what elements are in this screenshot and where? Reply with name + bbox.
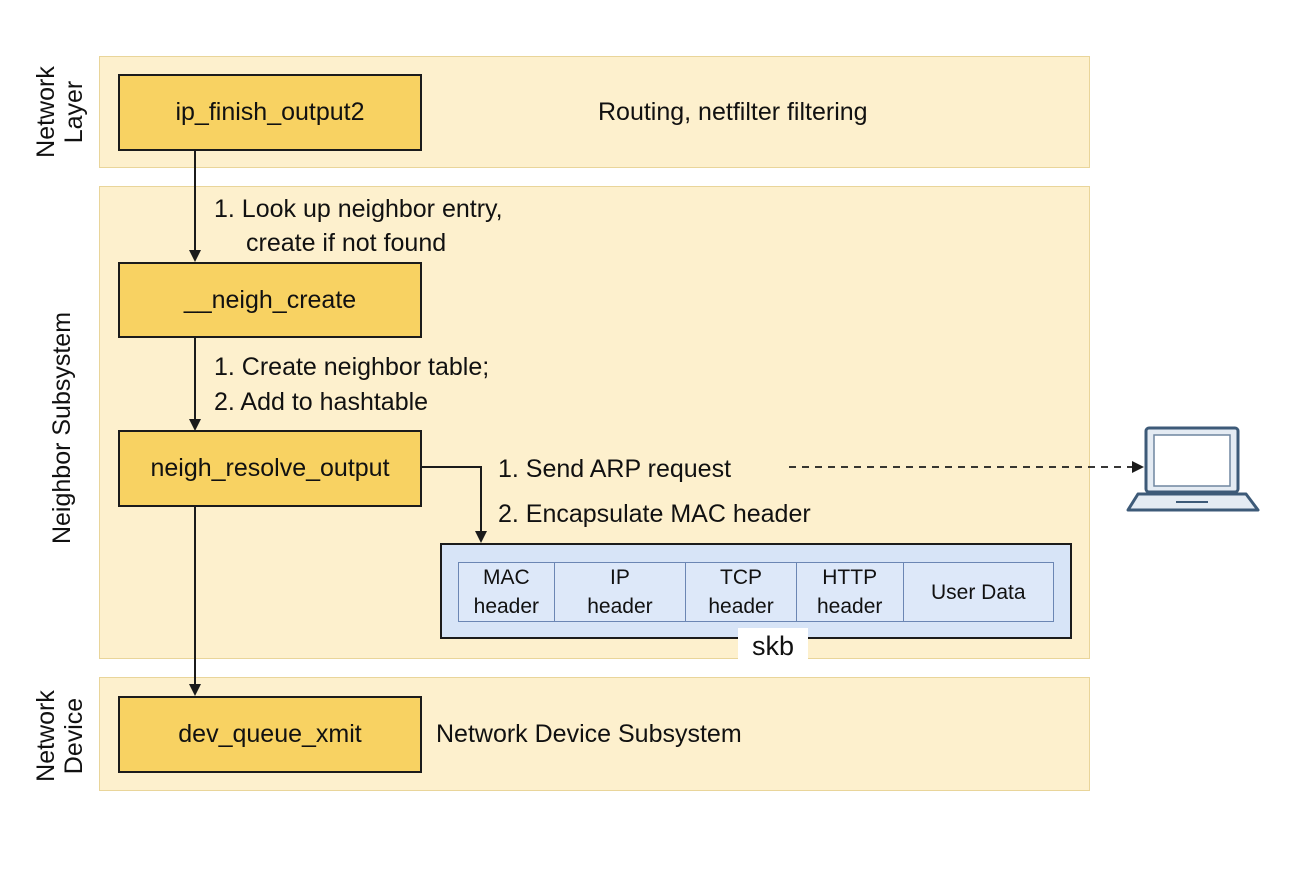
step-lookup-line2: create if not found [246,229,447,257]
skb-field-tcp-header: TCP header [686,563,797,621]
node-neigh-resolve-output: neigh_resolve_output [118,430,422,507]
skb-fields: MAC header IP header TCP header HTTP hea… [458,562,1054,622]
step-send-arp: 1. Send ARP request [498,455,732,483]
skb-label: skb [738,628,808,664]
skb-field-mac-header: MAC header [459,563,555,621]
skb-field-ip-header: IP header [555,563,687,621]
laptop-icon [1126,426,1260,512]
flow-arrows [189,150,1144,696]
step-create-line1: 1. Create neighbor table; [214,353,490,381]
node-ip-finish-output2: ip_finish_output2 [118,74,422,151]
arrow-resolve-to-skb [421,466,487,543]
skb-field-http-header: HTTP header [797,563,904,621]
step-create-line2: 2. Add to hashtable [214,388,429,416]
step-lookup-line1: 1. Look up neighbor entry, [214,195,503,223]
node-neigh-create: __neigh_create [118,262,422,338]
step-encapsulate-mac: 2. Encapsulate MAC header [498,500,811,528]
network-layer-description: Routing, netfilter filtering [598,98,868,126]
network-device-description: Network Device Subsystem [436,720,742,748]
node-dev-queue-xmit: dev_queue_xmit [118,696,422,773]
skb-field-user-data: User Data [930,580,1026,604]
